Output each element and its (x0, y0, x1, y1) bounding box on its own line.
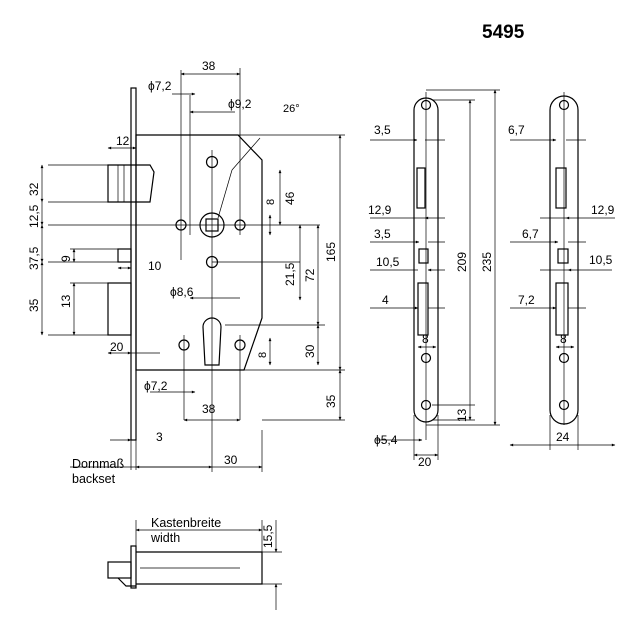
dim-3: 3 (156, 430, 163, 444)
dim-72: 72 (303, 268, 317, 282)
p2-dim-6-7b: 6,7 (522, 227, 539, 241)
dim-12-5: 12,5 (27, 204, 41, 228)
p2-dim-6-7: 6,7 (508, 123, 525, 137)
dim-30-backset: 30 (224, 453, 238, 467)
side-case (136, 551, 263, 585)
dim-46: 46 (283, 191, 297, 205)
dim-8-square: 8 (265, 199, 277, 205)
forend-plate (130, 87, 137, 441)
width-label-en: width (150, 531, 180, 545)
dim-20-left: 20 (110, 340, 124, 354)
p2-dim-8: 8 (560, 332, 567, 346)
dim-phi72-top: ϕ7,2 (148, 79, 172, 93)
p1-dim-8: 8 (422, 332, 429, 346)
dim-37-5: 37,5 (27, 246, 41, 270)
plate-24-aux-slot (557, 248, 569, 264)
dim-phi72-bottom: ϕ7,2 (144, 379, 168, 393)
dim-phi92: ϕ9,2 (228, 97, 252, 111)
p1-dim-209: 209 (455, 252, 469, 272)
model-number: 5495 (482, 22, 525, 43)
dim-15-5: 15,5 (261, 524, 275, 548)
side-forend (130, 545, 137, 589)
p2-dim-12-9: 12,9 (591, 203, 615, 217)
p1-dim-4: 4 (382, 293, 389, 307)
plate-20-latch-slot (416, 167, 426, 209)
dim-9: 9 (59, 255, 73, 262)
p1-dim-10-5: 10,5 (376, 255, 400, 269)
side-view (107, 520, 282, 610)
dim-13-left: 13 (59, 294, 73, 308)
dim-38-top: 38 (202, 59, 216, 73)
p1-dim-13: 13 (455, 408, 469, 422)
dim-30-cylinder: 30 (303, 344, 317, 358)
backset-label-en: backset (72, 472, 116, 486)
latch-bolt (107, 164, 155, 203)
cylinder-cutout (202, 317, 222, 366)
p1-dim-3-5b: 3,5 (374, 227, 391, 241)
p2-dim-10-5: 10,5 (589, 253, 613, 267)
dim-35-right: 35 (324, 394, 338, 408)
plate-24-latch-slot (555, 167, 567, 209)
p1-dim-20: 20 (418, 455, 432, 469)
p2-dim-24: 24 (556, 430, 570, 444)
width-label-de: Kastenbreite (151, 516, 221, 530)
dead-bolt (107, 282, 132, 336)
dim-21-5: 21,5 (283, 262, 297, 286)
p1-dim-12-9: 12,9 (368, 203, 392, 217)
backset-label-de: Dornmaß (72, 457, 124, 471)
dim-8-cylinder: 8 (257, 352, 269, 358)
plate-20-aux-slot (418, 248, 429, 264)
p1-dim-phi54: ϕ5,4 (374, 433, 398, 447)
plate-20-bolt-slot (417, 282, 429, 336)
forend-plate-24 (509, 92, 616, 450)
plate-24-outline (549, 95, 579, 425)
p2-dim-7-2: 7,2 (518, 293, 535, 307)
lock-case (135, 134, 263, 371)
forend-plate-20 (370, 89, 500, 460)
side-latch (107, 561, 132, 579)
dim-35-left: 35 (27, 298, 41, 312)
lock-body-view (40, 68, 345, 472)
dim-12: 12 (116, 134, 130, 148)
dim-165: 165 (324, 242, 338, 262)
dim-10: 10 (148, 259, 162, 273)
dim-38-bottom: 38 (202, 402, 216, 416)
auxiliary-latch (117, 248, 132, 263)
dim-32: 32 (27, 182, 41, 196)
plate-24-bolt-slot (555, 282, 569, 336)
p1-dim-3-5: 3,5 (374, 123, 391, 137)
plate-20-outline (413, 97, 439, 423)
angle-label: 26° (283, 103, 300, 115)
p1-dim-235: 235 (480, 252, 494, 272)
dim-phi86: ϕ8,6 (170, 285, 194, 299)
